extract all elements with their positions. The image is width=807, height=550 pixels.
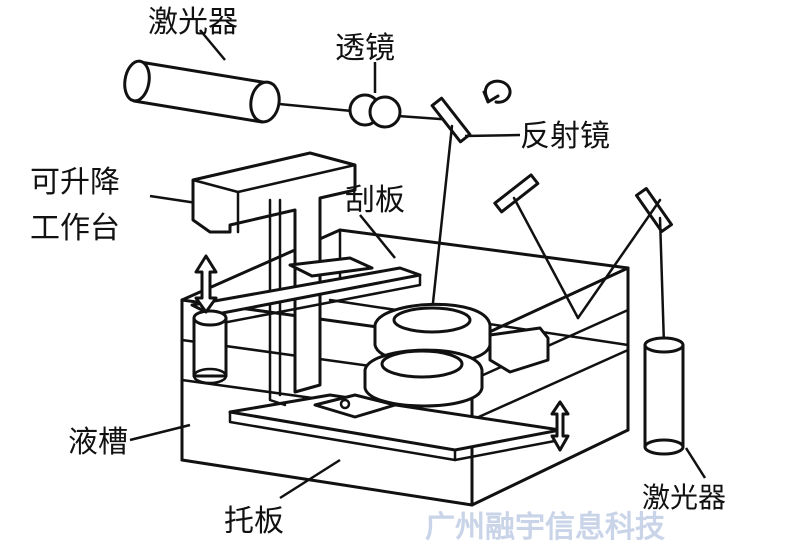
leader-mirror [464,133,521,138]
leader-scraper [359,214,396,259]
up-down-arrow-left-icon [194,254,218,314]
leader-tank [129,423,191,442]
printed-part-lower [363,348,484,408]
label-laser-bottom: 激光器 [642,481,726,514]
beam-right-b [576,198,662,320]
leader-laser-top [199,29,226,61]
up-down-arrow-right-icon [550,400,570,452]
lifting-platform [191,151,357,407]
beam-right-c [658,216,666,347]
mirror-top [430,96,472,144]
label-tank: 液槽 [68,425,128,460]
mirror-right-1 [493,173,540,214]
label-laser-top: 激光器 [148,5,238,40]
printed-part-side [488,326,550,374]
laser-beam-1 [277,102,354,113]
leader-laser-bottom [684,447,707,479]
watermark-text: 广州融宇信息科技 [425,510,665,545]
label-lens: 透镜 [335,31,395,66]
top-laser-cylinder [123,59,281,124]
laser-beam-down [430,124,454,314]
label-platform-line1: 可升降 [30,165,120,200]
lens-shape [348,93,402,129]
bottom-laser-cylinder [643,336,685,456]
label-scraper: 刮板 [345,183,405,218]
beam-right-a [512,196,580,320]
label-mirror: 反射镜 [520,119,610,154]
left-cylinder-float [192,309,228,385]
label-platform-line2: 工作台 [30,211,120,246]
rotation-arrow-icon [482,79,512,104]
label-tray: 托板 [224,504,284,539]
